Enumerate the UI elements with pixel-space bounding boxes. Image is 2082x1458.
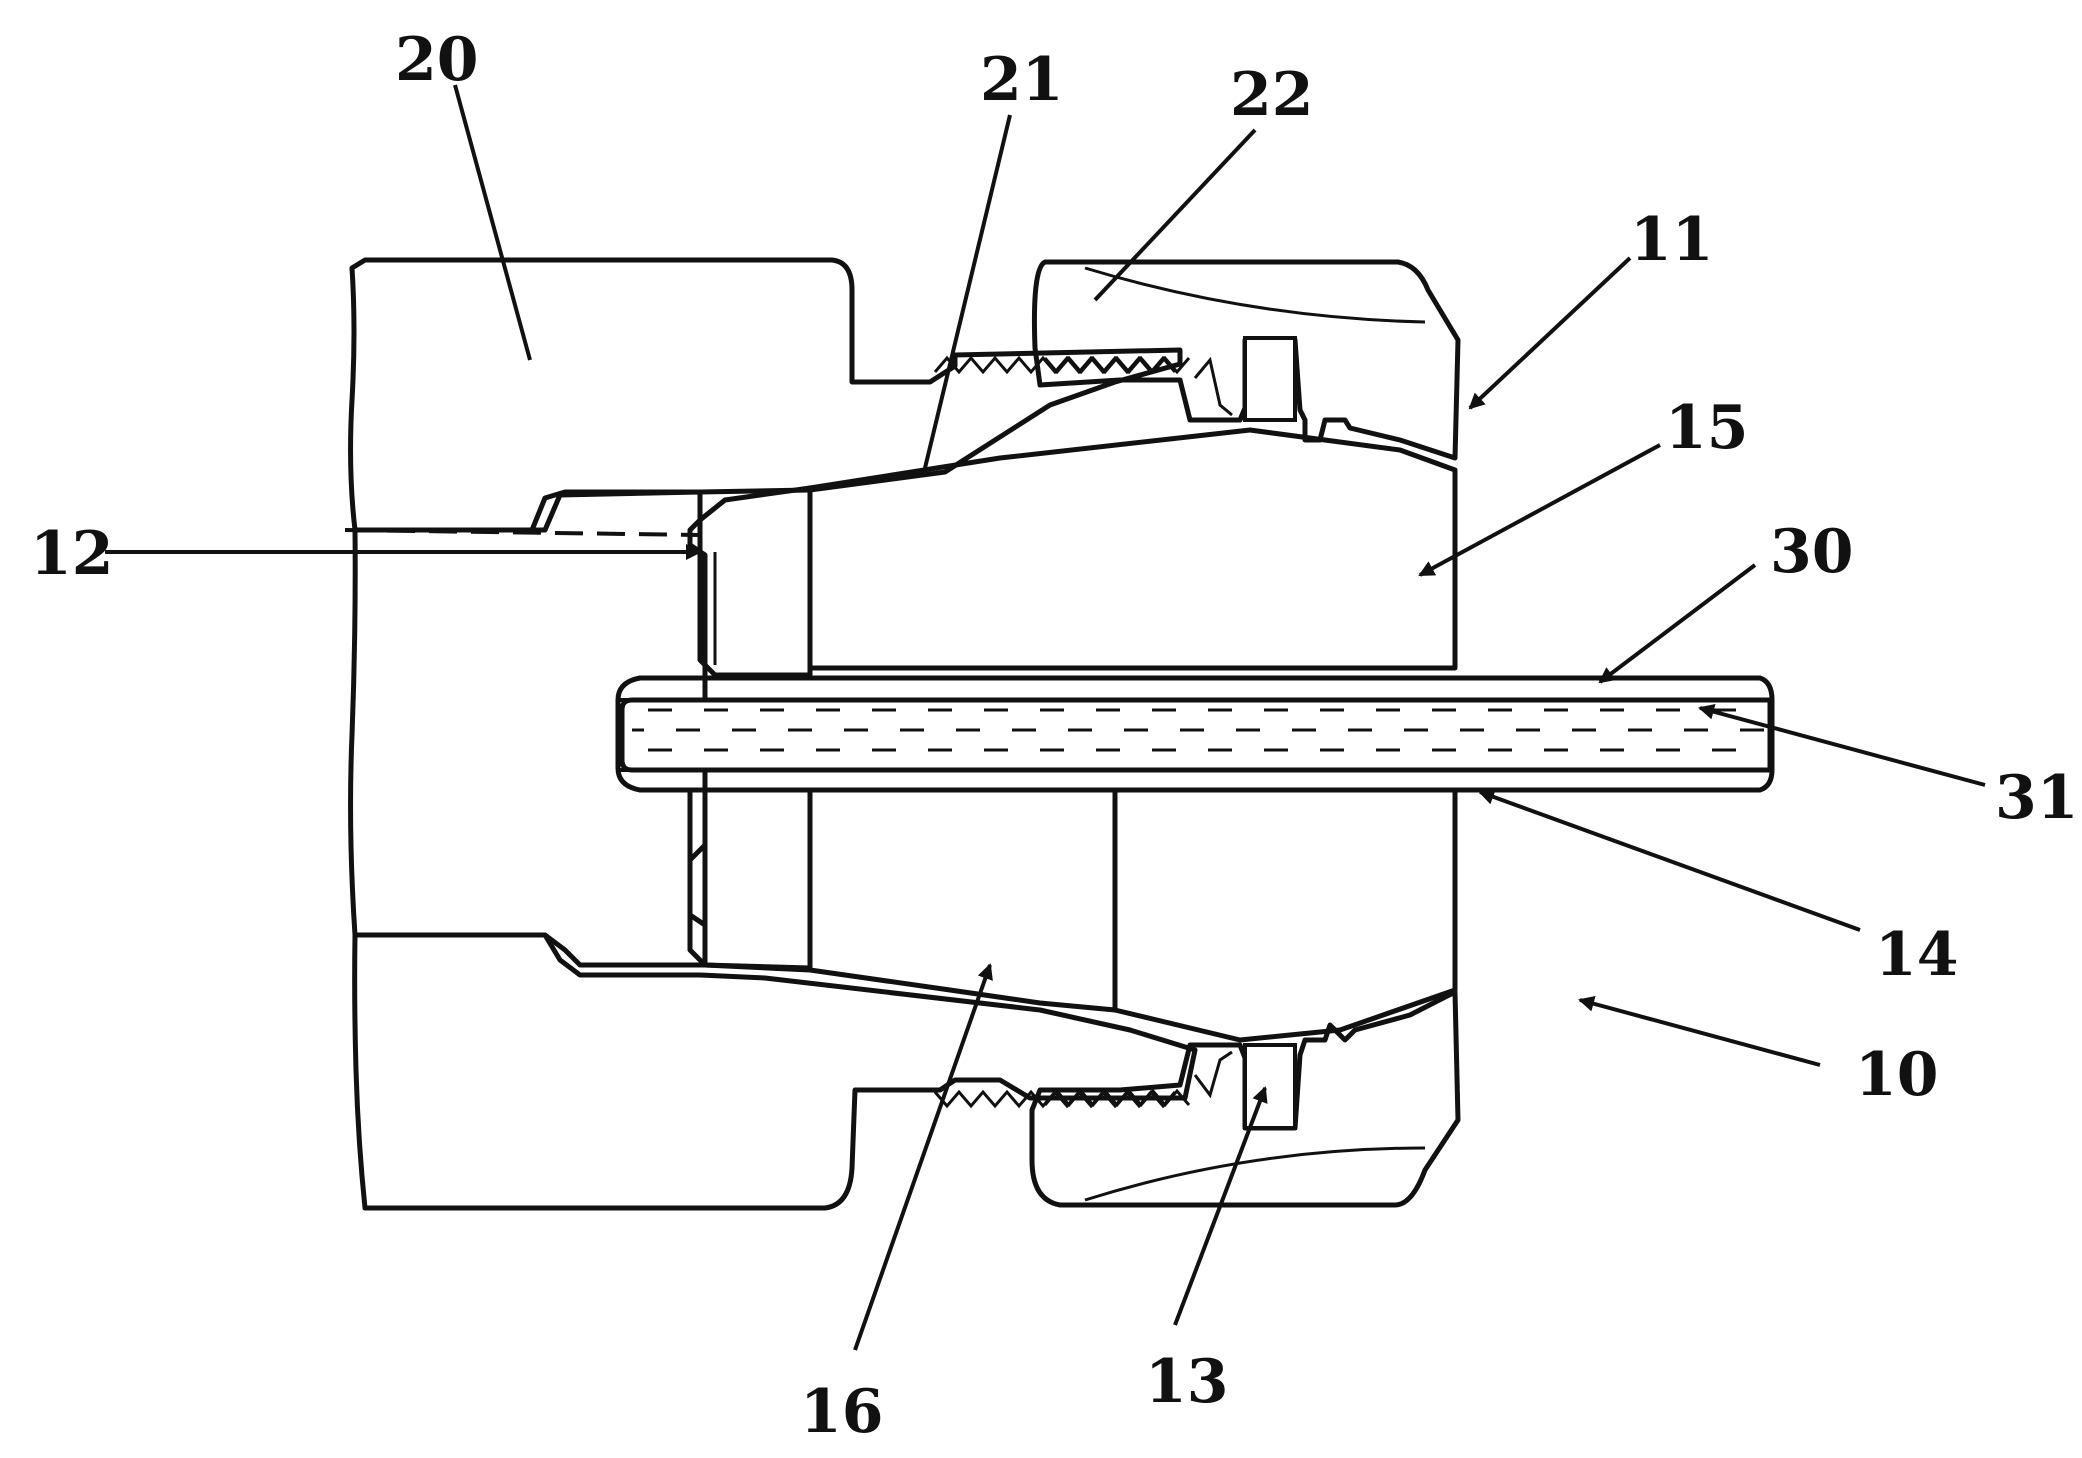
tube-30 (618, 678, 1772, 790)
label-11: 11 (1630, 205, 1714, 275)
label-21: 21 (980, 45, 1064, 115)
leader-16 (855, 965, 990, 1350)
label-16: 16 (800, 1377, 884, 1447)
label-30: 30 (1770, 517, 1854, 587)
leader-14 (1480, 792, 1860, 930)
leader-30 (1600, 565, 1755, 682)
lower-bore-ring-gap (690, 790, 810, 968)
label-15: 15 (1665, 393, 1749, 463)
leader-11 (1470, 258, 1630, 408)
seal-ring-21 (700, 488, 810, 675)
leader-20 (455, 85, 530, 360)
leader-10 (1580, 1000, 1820, 1065)
label-10: 10 (1855, 1040, 1939, 1110)
label-20: 20 (395, 25, 479, 95)
label-14: 14 (1875, 920, 1959, 990)
lower-block (1115, 790, 1455, 1040)
label-22: 22 (1230, 60, 1314, 130)
label-12: 12 (30, 519, 114, 589)
conical-insert-15 (810, 430, 1455, 668)
label-31: 31 (1995, 763, 2079, 833)
label-13: 13 (1145, 1347, 1229, 1417)
leader-22 (1095, 130, 1255, 300)
leader-21 (925, 115, 1010, 468)
